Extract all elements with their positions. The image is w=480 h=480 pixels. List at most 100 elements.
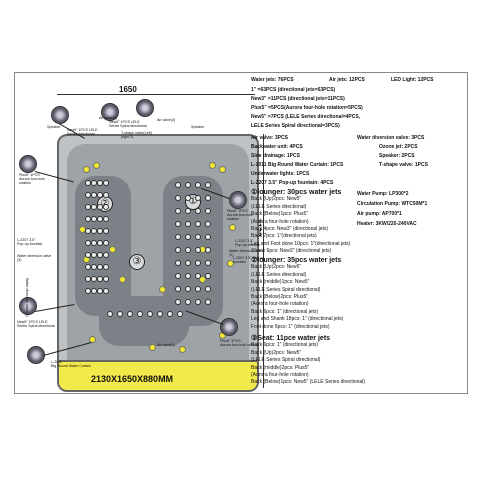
water-jet-marker: [175, 208, 181, 214]
water-jet-marker: [195, 273, 201, 279]
led-light-marker: [199, 276, 206, 283]
water-jet-marker: [195, 195, 201, 201]
callout-air-valve-mid: Air valve(1): [157, 343, 176, 347]
water-jet-marker: [185, 208, 191, 214]
water-jet-marker: [85, 192, 91, 198]
water-jet-marker: [175, 221, 181, 227]
spec-underwater: Underwater lights: 1PCS: [251, 171, 310, 177]
water-jet-marker: [91, 192, 97, 198]
water-jet-marker: [103, 180, 109, 186]
water-jet-marker: [85, 204, 91, 210]
jet-spec-line: Back (Below)2pcs: Plus5": [251, 294, 309, 301]
water-jet-marker: [97, 216, 103, 222]
plus5-left-thumbnail: [19, 155, 37, 173]
water-jet-marker: [205, 273, 211, 279]
jet-spec-line: Back (Below)1pcs: Plus5": [251, 211, 309, 218]
spec-water-diversion: Water diversion valve: 3PCS: [357, 135, 425, 141]
led-light-marker: [159, 286, 166, 293]
led-light-marker: [149, 344, 156, 351]
spec-l2011: L-2011 Big Round Water Curtain: 1PCS: [251, 162, 344, 168]
water-jet-marker: [177, 311, 183, 317]
water-jet-marker: [97, 228, 103, 234]
led-light-marker: [179, 346, 186, 353]
water-jet-marker: [205, 182, 211, 188]
jet-spec-line: (Aurora four-hole rotation): [251, 372, 309, 379]
water-jet-marker: [91, 252, 97, 258]
water-jet-marker: [97, 204, 103, 210]
water-jet-marker: [91, 264, 97, 270]
callout-water-div-left: Water diversion valve (3): [17, 254, 52, 262]
water-jet-marker: [97, 288, 103, 294]
water-jet-marker: [97, 240, 103, 246]
water-jet-marker: [85, 288, 91, 294]
water-jet-marker: [85, 180, 91, 186]
callout-water-div-right: Water diversion valve (1): [229, 249, 264, 257]
tub-step: [59, 360, 257, 390]
water-jet-marker: [103, 288, 109, 294]
callout-popup-right: L-2207 3.5" Pop-up fountain: [235, 239, 261, 247]
spa-tub-drawing: ① ② ③: [57, 134, 259, 392]
jet-spec-line: Back (Up)2pcs: New5": [251, 264, 302, 271]
water-jet-marker: [91, 288, 97, 294]
water-jet-marker: [205, 247, 211, 253]
water-jet-marker: [127, 311, 133, 317]
water-jet-marker: [175, 182, 181, 188]
seat-number-3: ③: [129, 254, 145, 270]
new5-bottom-thumbnail: [19, 297, 37, 315]
callout-water-div-left-vertical: Water diversion valve(2): [25, 278, 29, 317]
water-jet-marker: [91, 276, 97, 282]
water-jet-marker: [195, 299, 201, 305]
water-jet-marker: [103, 252, 109, 258]
callout-plus5-bottom: Plus5" 1PCS Aurora four-hole rotation: [220, 339, 259, 347]
callout-plus5-left: Plus5" 1PCS Aurora four-hole rotation: [19, 173, 45, 185]
spec-tshape: T-shape valve: 1PCS: [379, 162, 428, 168]
water-jet-marker: [137, 311, 143, 317]
led-light-marker: [227, 260, 234, 267]
plus5-right-thumbnail: [229, 191, 247, 209]
spec-line1: 1" =63PCS (directional jets=63PCS): [251, 87, 336, 93]
water-jet-marker: [117, 311, 123, 317]
spec-line2: New3" =11PCS (directional jets=11PCS): [251, 96, 345, 102]
water-jet-marker: [103, 228, 109, 234]
spec-water-jets: Water jets: 76PCS: [251, 77, 294, 83]
callout-l2011: L-2011 Big Round Water Curtain: [51, 360, 91, 368]
jet-spec-line: Back (Up)2pcs: New5": [251, 349, 302, 356]
water-jet-marker: [103, 264, 109, 270]
speaker-left-thumbnail: [51, 106, 69, 124]
water-jet-marker: [85, 252, 91, 258]
spec-backwater: Backwater unit: 4PCS: [251, 144, 303, 150]
spec-side-drainage: Side drainage: 1PCS: [251, 153, 300, 159]
water-jet-marker: [185, 221, 191, 227]
jet-spec-line: Back (Up)2pcs: New5": [251, 196, 302, 203]
jet-spec-line: Foot done 6pcs: 1" (directional jets): [251, 323, 330, 330]
water-jet-marker: [103, 204, 109, 210]
jet-spec-line: Back 6pcs: 1" (directional jets): [251, 342, 319, 349]
water-jet-marker: [195, 260, 201, 266]
overall-dimensions-label: 2130X1650X880MM: [91, 374, 174, 384]
seat-3-list: ③Seat: 11pce water jets Back 6pcs: 1" (d…: [251, 335, 365, 387]
water-jet-marker: [97, 180, 103, 186]
plus5-bottom-thumbnail: [220, 318, 238, 336]
water-jet-marker: [195, 182, 201, 188]
callout-speaker-left: Speaker: [47, 125, 61, 129]
water-jet-marker: [97, 264, 103, 270]
water-jet-marker: [205, 286, 211, 292]
water-jet-marker: [97, 276, 103, 282]
spec-air-valve: Air valve: 3PCS: [251, 135, 288, 141]
water-jet-marker: [107, 311, 113, 317]
led-light-marker: [89, 336, 96, 343]
seat-3: [99, 296, 189, 346]
water-jet-marker: [195, 247, 201, 253]
water-jet-marker: [205, 221, 211, 227]
callout-popup-left: L-2207 3.5" Pop-up fountain: [17, 238, 43, 246]
water-jet-marker: [205, 195, 211, 201]
water-jet-marker: [195, 221, 201, 227]
water-jet-marker: [185, 247, 191, 253]
water-jet-marker: [85, 216, 91, 222]
width-dimension-label: 1650: [119, 85, 137, 94]
water-jet-marker: [167, 311, 173, 317]
jet-spec-line: (LELE Series directional): [251, 271, 307, 278]
water-jet-marker: [91, 240, 97, 246]
water-jet-marker: [91, 180, 97, 186]
jet-spec-line: (LELE Series directional): [251, 203, 307, 210]
